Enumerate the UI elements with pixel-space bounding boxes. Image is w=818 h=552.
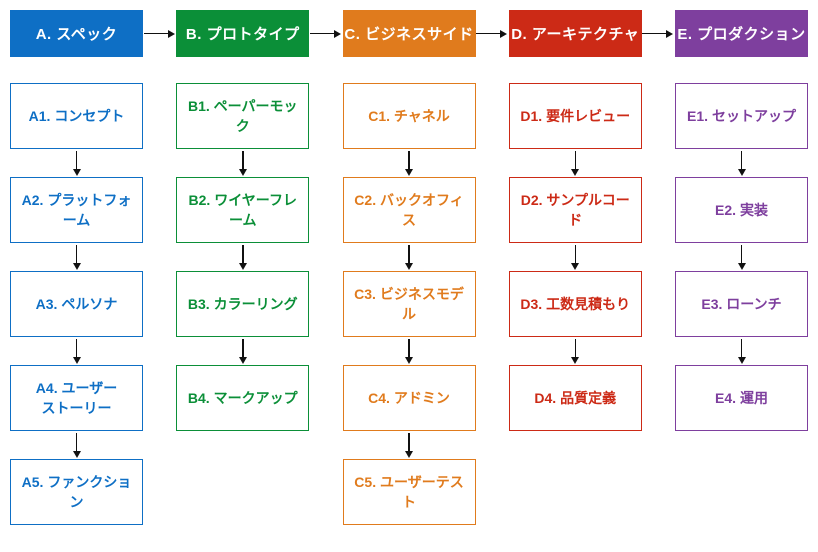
arrow-down-icon [176, 337, 309, 365]
step-box-a1: A1. コンセプト [10, 83, 143, 149]
arrow-right-icon [310, 26, 341, 41]
arrow-down-icon [176, 243, 309, 271]
step-box-d2: D2. サンプルコード [508, 177, 642, 243]
step-box-c3: C3. ビジネスモデル [342, 271, 476, 337]
step-box-c5: C5. ユーザーテスト [342, 459, 476, 525]
arrow-down-icon [343, 149, 476, 177]
step-box-c2: C2. バックオフィス [342, 177, 476, 243]
column-business-header: C. ビジネスサイド [342, 10, 476, 57]
arrow-down-icon [509, 243, 642, 271]
column-architecture-header: D. アーキテクチャ [508, 10, 642, 57]
step-box-b2: B2. ワイヤーフレーム [176, 177, 310, 243]
arrow-down-icon [675, 149, 808, 177]
arrow-down-icon [10, 337, 143, 365]
header-gap [176, 57, 309, 83]
arrow-right-icon [144, 26, 175, 41]
column-production-header: E. プロダクション [675, 10, 808, 57]
arrow-down-icon [675, 337, 808, 365]
column-prototype-header: B. プロトタイプ [176, 10, 310, 57]
column-architecture: D. アーキテクチャ D1. 要件レビュー D2. サンプルコード D3. 工数… [508, 10, 642, 431]
header-gap [675, 57, 808, 83]
step-box-a2: A2. プラットフォーム [10, 177, 143, 243]
arrow-down-icon [343, 431, 476, 459]
header-gap [343, 57, 476, 83]
column-spec: A. スペック A1. コンセプト A2. プラットフォーム A3. ペルソナ … [10, 10, 143, 525]
step-box-d3: D3. 工数見積もり [508, 271, 642, 337]
header-gap [509, 57, 642, 83]
column-production: E. プロダクション E1. セットアップ E2. 実装 E3. ローンチ E4… [675, 10, 808, 431]
step-box-e4: E4. 運用 [675, 365, 808, 431]
arrow-down-icon [10, 149, 143, 177]
step-box-e2: E2. 実装 [675, 177, 808, 243]
arrow-right-icon [476, 26, 507, 41]
column-prototype: B. プロトタイプ B1. ペーパーモック B2. ワイヤーフレーム B3. カ… [176, 10, 310, 431]
arrow-down-icon [509, 149, 642, 177]
step-box-c1: C1. チャネル [342, 83, 476, 149]
step-box-a3: A3. ペルソナ [10, 271, 143, 337]
arrow-down-icon [10, 243, 143, 271]
step-box-b4: B4. マークアップ [176, 365, 310, 431]
header-gap [10, 57, 143, 83]
arrow-down-icon [10, 431, 143, 459]
arrow-down-icon [343, 243, 476, 271]
step-box-a4: A4. ユーザー ストーリー [10, 365, 143, 431]
arrow-down-icon [176, 149, 309, 177]
step-box-c4: C4. アドミン [342, 365, 476, 431]
arrow-right-icon [642, 26, 673, 41]
step-box-b3: B3. カラーリング [176, 271, 310, 337]
step-box-b1: B1. ペーパーモック [176, 83, 310, 149]
column-business: C. ビジネスサイド C1. チャネル C2. バックオフィス C3. ビジネス… [342, 10, 476, 525]
arrow-down-icon [343, 337, 476, 365]
arrow-down-icon [675, 243, 808, 271]
column-spec-header: A. スペック [10, 10, 143, 57]
step-box-d4: D4. 品質定義 [508, 365, 642, 431]
step-box-d1: D1. 要件レビュー [508, 83, 642, 149]
step-box-a5: A5. ファンクション [10, 459, 143, 525]
step-box-e1: E1. セットアップ [675, 83, 808, 149]
step-box-e3: E3. ローンチ [675, 271, 808, 337]
arrow-down-icon [509, 337, 642, 365]
